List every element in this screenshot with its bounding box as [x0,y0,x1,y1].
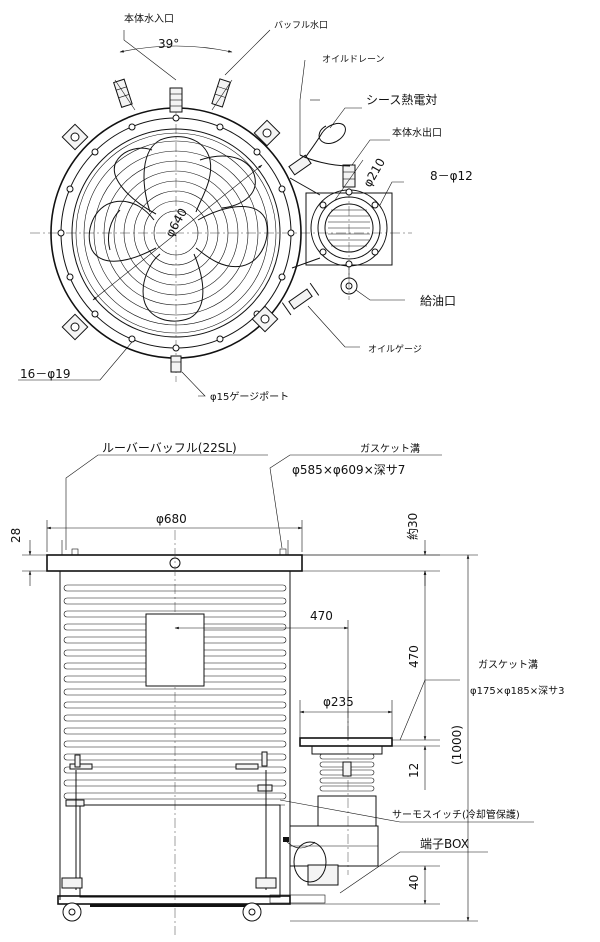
label-gasket-groove-2: ガスケット溝 [478,658,538,671]
top-leaders [18,29,405,397]
clamps [61,751,277,890]
top-nozzles [113,78,232,373]
terminal-box [269,837,339,904]
label-body-water-outlet: 本体水出口 [392,126,442,139]
label-body-water-inlet: 本体水入口 [124,12,174,25]
side-port [281,122,393,316]
label-dim-40: 40 [407,875,421,890]
bolt-holes [57,114,295,352]
inner-flange-circle [71,128,281,338]
inner-rim-circle [75,132,277,334]
label-dim-12: 12 [407,763,421,778]
foreline-port [289,737,393,867]
wheel-right [242,902,262,922]
label-gasket-groove-1: ガスケット溝 [360,442,420,455]
label-holes-16: 16－φ19 [20,367,70,381]
dia-640-line [92,164,263,301]
label-dim-680: φ680 [156,512,187,526]
label-dim-28: 28 [9,528,23,543]
label-oil-fill: 給油口 [420,294,456,308]
name-plate [145,613,205,687]
label-angle: 39° [158,37,179,51]
label-dim-1000: (1000) [450,725,464,765]
side-dimensions [22,520,478,922]
foreline-flange [299,737,393,747]
top-view: 本体水入口 バッフル水口 オイルドレーン シース熱電対 本体水出口 39° φ2… [18,12,473,403]
label-gauge-port: φ15ゲージポート [210,391,289,403]
side-leaders [65,454,534,894]
label-sheath-thermocouple: シース熱電対 [366,93,437,107]
wheel-left [62,902,82,922]
label-dim-235: φ235 [323,695,354,709]
label-oil-gauge: オイルゲージ [368,343,422,355]
dia-210-line [334,159,364,201]
base-shadow [90,904,250,907]
label-holes-8: 8－φ12 [430,169,473,183]
label-gasket-spec-1: φ585×φ609×深サ7 [292,463,405,477]
label-baffle-water-outlet: バッフル水口 [274,19,328,31]
label-gasket-spec-2: φ175×φ185×深サ3 [470,685,565,697]
label-thermo-switch: サーモスイッチ(冷却管保護) [392,808,520,821]
label-dia-640: φ640 [162,206,190,240]
side-view: ルーバーバッフル(22SL) ガスケット溝 φ585×φ609×深サ7 28 φ… [9,441,565,935]
label-dim-approx30: 約30 [405,513,420,540]
side-port-louvers [328,209,370,247]
lower-body [79,804,281,898]
label-dim-470-horizontal: 470 [310,609,333,623]
corner-lugs [61,119,281,341]
label-dia-210: φ210 [360,156,388,190]
label-oil-drain: オイルドレーン [322,54,385,65]
angle-dimension [114,45,233,111]
label-dim-470-vertical: 470 [407,645,421,668]
top-flange [46,554,303,572]
label-louver-baffle: ルーバーバッフル(22SL) [102,441,237,455]
label-terminal-box: 端子BOX [420,837,469,851]
